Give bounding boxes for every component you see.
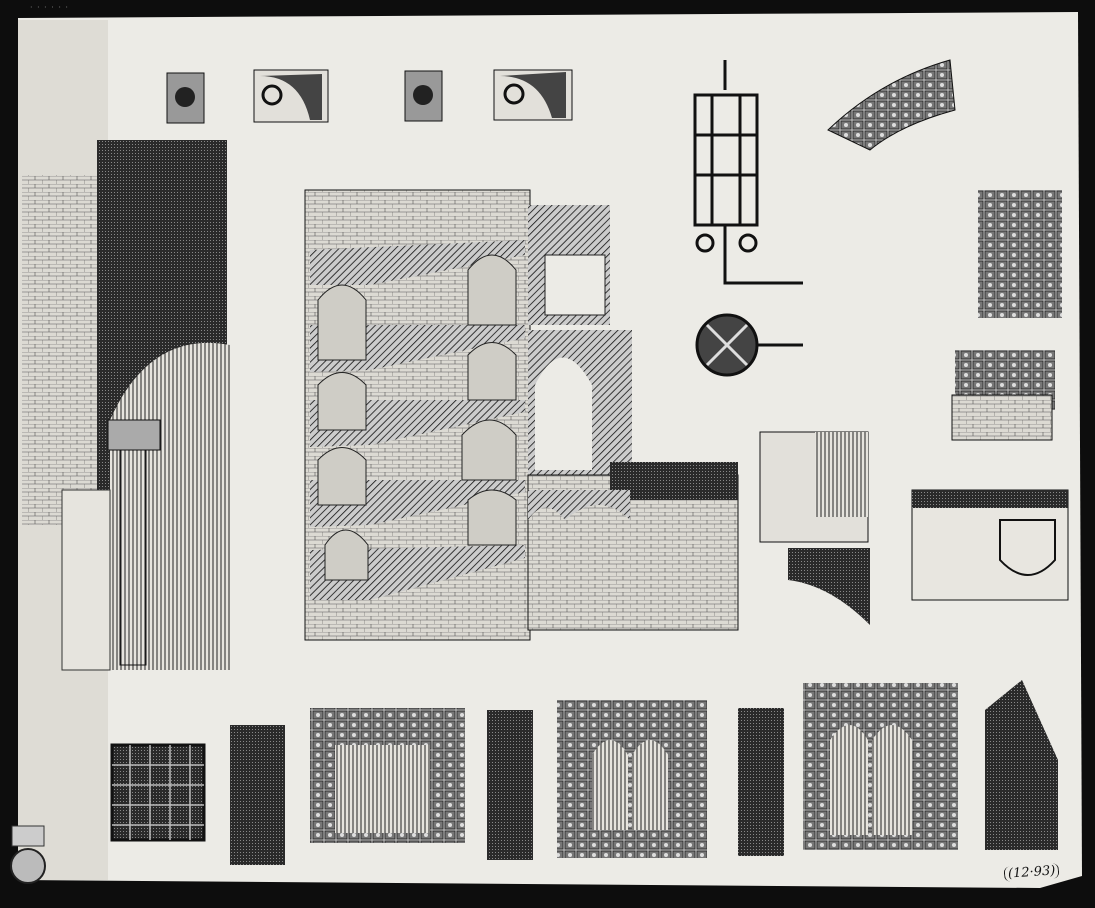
architectural-details-right	[759, 190, 1069, 625]
header-strip-text: · · · · · ·	[30, 3, 69, 12]
ornamental-arch-fragment	[827, 59, 956, 151]
arch-section-left	[22, 140, 230, 671]
corbel-details-top	[166, 69, 573, 124]
iron-lantern	[693, 60, 803, 377]
archive-stamp-seal	[10, 848, 46, 884]
building-cross-section	[304, 189, 739, 641]
window-elevations-bottom	[110, 680, 1058, 865]
archive-stamp-rect	[11, 825, 45, 847]
